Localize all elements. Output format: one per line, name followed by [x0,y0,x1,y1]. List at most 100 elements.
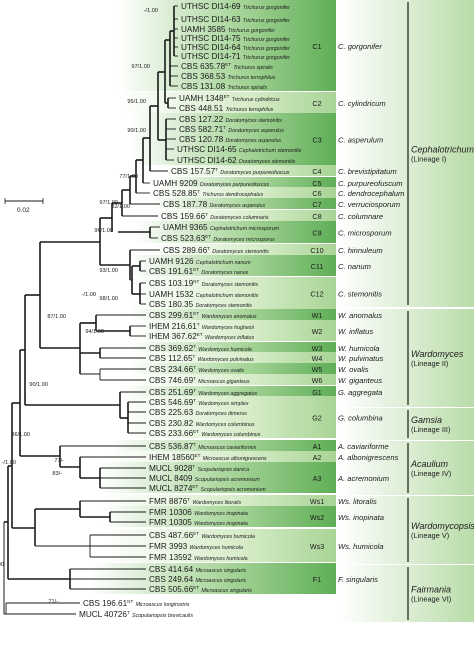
tip-label: CBS 225.63 Doratomyces dimerus [149,408,247,417]
clade-name: Ws. humicola [338,542,384,551]
lineage-genus: Wardomycopsis [411,521,474,531]
support-values: -/1.0097/1.0095/1.0090/1.0077/1.0082/1.0… [0,8,158,605]
clade-band [150,244,336,255]
tip-strain: CBS 369.62 [149,344,194,353]
tip-species: Doratomyces columnaris [210,215,269,221]
clade-band [110,451,336,462]
tip-strain: MUCL 40726 [79,610,127,619]
clade-name: W. giganteus [338,376,382,385]
support-value: 97/1.00 [99,200,118,206]
clade-band [130,352,336,363]
tip-label: FMR 3993 Wardomyces humicola [149,542,243,551]
tip-species: Doratomyces stemonitis [202,282,259,288]
tip-strain: CBS 536.87 [149,442,194,451]
clade-code: C6 [312,189,321,198]
tip-type-status: NT [127,599,133,604]
tip-strain: FMR 13592 [149,553,192,562]
tip-strain: CBS 233.66 [149,429,194,438]
clade-code: W6 [312,376,323,385]
clade-name: C. purpureofuscum [338,179,403,188]
lineage-label: (Lineage I) [411,155,446,164]
tip-strain: IHEM 367.62 [149,332,197,341]
clade-code: G1 [312,388,322,397]
clade-band [102,506,336,527]
tip-label: CBS 369.62T Wardomyces humicola [149,344,252,353]
tip-type-status: ET [205,234,211,239]
clade-code: W4 [312,354,323,363]
tip-species: Doratomyces asperulus [228,128,284,134]
tip-strain: CBS 635.78 [181,62,226,71]
clade-band [130,342,336,353]
tip-type-status: T [193,376,196,381]
tip-species: Microascus singularis [195,568,246,574]
support-value: 96/1.00 [94,228,113,234]
tip-label: CBS 230.82 Wardomyces columbinus [149,419,255,428]
tip-type-status: ET [192,484,198,489]
tip-type-status: T [193,344,196,349]
tip-species: Wardomyces humicola [194,556,248,562]
clade-code: W2 [312,327,323,336]
clade-name: C. columnare [338,212,383,221]
tip-label: UAMH 3585 Trichurus gorgonifer [181,25,275,34]
tip-label: CBS 112.65T Wardomyces pulvinatus [149,354,254,363]
clade-code: Ws3 [310,542,324,551]
tip-label: CBS 289.66T Doratomyces stemonitis [163,246,269,255]
tip-strain: CBS 225.63 [149,408,194,417]
clade-code: W5 [312,365,323,374]
tip-strain: CBS 127.22 [179,115,224,124]
tip-type-status: ET [193,267,199,272]
clade-band [130,309,336,320]
clade-band [135,221,336,243]
support-value: 77/- [54,458,64,464]
tip-strain: CBS 582.71 [179,125,224,134]
tip-label: UTHSC DI14-62 Doratomyces stemonitis [177,156,296,165]
tip-label: UTHSC DI14-65 Cephalotrichum stemonitis [177,145,302,154]
clade-name: W. ovalis [338,365,369,374]
tip-label: CBS 635.78ET Trichurus spiralis [181,62,273,71]
support-value: 82/1.00 [111,204,130,210]
clade-name: A. acremonium [337,474,389,483]
tip-strain: UTHSC DI14-69 [181,2,241,11]
tip-strain: IHEM 216.61 [149,322,197,331]
tip-label: UTHSC DI14-69 Trichurus gorgonifer [181,2,290,11]
support-value: 96/1.00 [11,432,30,438]
clade-band [130,277,336,309]
support-value: 95/1.00 [127,99,146,105]
clade-band [150,210,336,221]
support-value: 83/- [52,471,62,477]
tip-strain: UTHSC DI14-75 [181,34,241,43]
tip-species: Doratomyces dimerus [195,411,247,417]
support-value: 99/1.00 [0,562,4,568]
tip-label: IHEM 367.62ET Wardomyces inflatus [149,332,254,341]
clade-band [160,165,336,176]
tip-species: Doratomyces stemonitis [225,118,282,124]
tip-label: IHEM 18560ET Microascus albonigrescens [149,453,267,462]
tree-branches [3,5,178,615]
clade-band [100,495,336,506]
tip-label: MUCL 40726T Scopulariopsis brevicaulis [79,610,193,619]
tip-strain: CBS 180.35 [149,300,194,309]
tip-species: Trichurus terrophilus [225,107,273,113]
tip-strain: CBS 187.78 [163,200,208,209]
tip-species: Trichurus spiralis [233,65,273,71]
tip-strain: CBS 251.69 [149,388,194,397]
tip-strain: UAMH 9209 [153,179,198,188]
tip-species: Trichurus gorgonifer [228,28,275,34]
tip-label: CBS 546.69T Wardomyces simplex [149,398,249,407]
tip-labels: UTHSC DI14-69 Trichurus gorgoniferUTHSC … [79,2,302,619]
tip-species: Wardomyces columbinus [195,422,254,428]
tip-type-status: ET [197,332,203,337]
clade-name: C. hinnuleum [338,246,383,255]
tip-strain: CBS 289.66 [163,246,208,255]
clade-band [150,198,336,209]
tip-species: Doratomyces asperulus [209,203,265,209]
tip-type-status: ET [224,94,230,99]
tip-label: MUCL 9028T Scopulariopsis danica [149,464,249,473]
lineage-label: (Lineage II) [411,359,448,368]
clade-name: C. cylindricum [338,99,386,108]
clade-code: C8 [312,212,321,221]
tip-species: Wardomyces hughesii [202,325,255,331]
tip-species: Doratomyces microsporus [213,237,275,243]
